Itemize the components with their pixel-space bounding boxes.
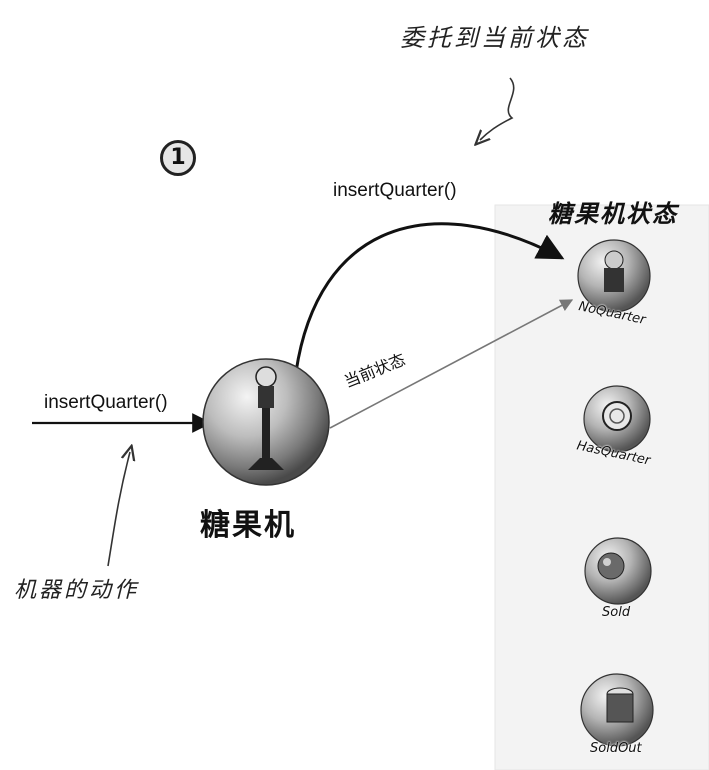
delegate-arrow bbox=[294, 222, 565, 373]
gumball-icon bbox=[597, 552, 625, 580]
state-soldout bbox=[580, 673, 654, 747]
delegate-annotation: 委托到当前状态 bbox=[400, 24, 589, 52]
states-panel-title: 糖果机状态 bbox=[548, 200, 678, 228]
state-hasquarter bbox=[583, 385, 651, 453]
input-call-label: insertQuarter() bbox=[44, 392, 168, 413]
state-noquarter bbox=[577, 239, 651, 313]
machine-action-annotation: 机器的动作 bbox=[14, 578, 140, 603]
machine-label: 糖果机 bbox=[200, 508, 296, 543]
gumball-machine-icon bbox=[248, 366, 284, 470]
state-label-soldout: SoldOut bbox=[590, 741, 642, 756]
empty-globe-icon bbox=[606, 687, 634, 723]
gumball-machine bbox=[202, 358, 330, 486]
state-label-sold: Sold bbox=[602, 605, 631, 620]
quarter-coin-icon bbox=[602, 401, 632, 431]
gumball-machine-icon bbox=[604, 250, 624, 292]
delegate-annotation-arrow bbox=[480, 77, 515, 140]
step-number-badge: 1 bbox=[160, 140, 196, 176]
state-sold bbox=[584, 537, 652, 605]
current-state-arrow bbox=[329, 299, 574, 429]
delegate-call-label: insertQuarter() bbox=[333, 180, 457, 201]
action-annotation-arrow bbox=[107, 452, 130, 567]
